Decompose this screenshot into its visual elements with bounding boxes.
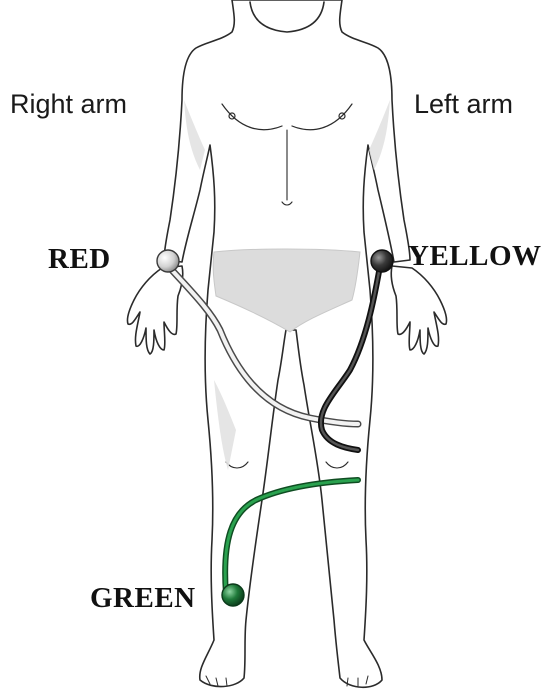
right-hand xyxy=(126,265,184,355)
yellow-label: YELLOW xyxy=(408,240,542,272)
right-nipple xyxy=(228,112,236,120)
left-nipple xyxy=(338,112,346,120)
left-arm-label: Left arm xyxy=(414,89,513,119)
chest-line xyxy=(221,103,353,131)
green-label: GREEN xyxy=(90,582,196,614)
red-label: RED xyxy=(48,243,111,275)
right-arm-label: Right arm xyxy=(10,89,127,119)
red-lead-cable xyxy=(166,264,362,428)
yellow-lead-cable xyxy=(317,263,383,453)
neck-line xyxy=(249,1,325,33)
underwear xyxy=(212,248,361,333)
red-electrode-icon xyxy=(156,249,180,273)
toe-lines xyxy=(205,675,369,687)
body-shading xyxy=(184,100,390,470)
green-electrode-icon xyxy=(221,583,245,607)
body-outline xyxy=(163,0,411,689)
yellow-electrode-icon xyxy=(370,249,394,273)
left-hand xyxy=(390,265,448,355)
human-body-figure xyxy=(126,0,448,689)
abdomen-line xyxy=(281,129,293,206)
green-lead-cable xyxy=(222,477,361,597)
